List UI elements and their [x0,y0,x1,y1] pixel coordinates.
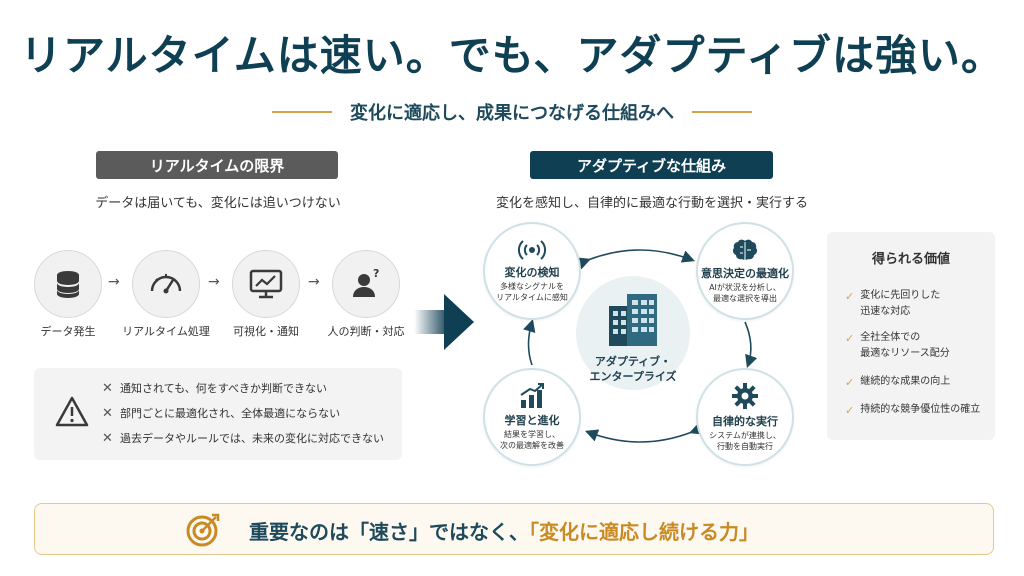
adaptive-heading: アダプティブな仕組み [530,151,773,179]
brain-icon [732,239,758,260]
arrow-right-icon: → [308,274,320,290]
person-question-icon: ? [353,267,379,297]
key-message-box: 重要なのは「速さ」ではなく、「変化に適応し続ける力」 [34,503,994,555]
svg-text:?: ? [373,267,379,280]
speedometer-icon [150,274,182,294]
target-icon [186,513,220,547]
subtitle-line-left [272,111,332,113]
cross-icon: ✕ [102,430,113,446]
page-title: リアルタイムは速い。でも、アダプティブは強い。 [20,31,1004,80]
center-label: アダプティブ・ エンタープライズ [589,355,677,384]
limitation-item: ✕ 過去データやルールでは、未来の変化に対応できない [102,430,384,446]
realtime-limit-heading: リアルタイムの限界 [96,151,338,179]
warning-icon [55,396,89,427]
node-change-detection: 変化の検知 多様なシグナルを リアルタイムに感知 [483,222,581,320]
step-human-judgment: ? [332,250,400,318]
step-visualize-notify [232,250,300,318]
step-realtime-processing [132,250,200,318]
step-label: 可視化・通知 [233,325,299,338]
cross-icon: ✕ [102,405,113,421]
step-label: リアルタイム処理 [122,325,210,338]
check-icon: ✓ [845,376,855,389]
database-icon [57,271,79,298]
building-icon [609,294,657,346]
benefits-title: 得られる価値 [871,252,950,267]
check-icon: ✓ [845,290,855,303]
node-decision-optimization: 意思決定の最適化 AIが状況を分析し、 最適な選択を導出 [696,222,794,320]
node-autonomous-execution: 自律的な実行 システムが連携し、 行動を自動実行 [696,368,794,466]
monitor-chart-icon [249,269,283,299]
node-learning-evolution: 学習と進化 結果を学習し、 次の最適解を改善 [483,368,581,466]
benefit-item: ✓ 全社全体での 最適なリソース配分 [845,330,950,361]
adaptive-caption: 変化を感知し、自律的に最適な行動を選択・実行する [495,196,808,211]
benefits-box: 得られる価値 ✓ 変化に先回りした 迅速な対応 ✓ 全社全体での 最適なリソース… [827,232,995,440]
realtime-caption: データは届いても、変化には追いつけない [95,196,341,211]
limitations-box: ✕ 通知されても、何をすべきか判断できない ✕ 部門ごとに最適化され、全体最適に… [34,368,402,460]
benefit-item: ✓ 持続的な競争優位性の確立 [845,402,980,419]
signal-broadcast-icon [517,239,547,260]
benefit-item: ✓ 変化に先回りした 迅速な対応 [845,288,940,319]
limitation-item: ✕ 部門ごとに最適化され、全体最適にならない [102,405,341,421]
cycle-arrows [523,249,758,443]
subtitle-line-right [692,111,752,113]
step-data-origin [34,250,102,318]
gear-icon [732,382,758,409]
check-icon: ✓ [845,332,855,345]
benefit-item: ✓ 継続的な成果の向上 [845,374,950,391]
arrow-right-icon: → [108,274,120,290]
key-message: 重要なのは「速さ」ではなく、「変化に適応し続ける力」 [249,520,759,544]
cross-icon: ✕ [102,380,113,396]
subtitle: 変化に適応し、成果につなげる仕組みへ [350,103,674,124]
step-label: データ発生 [40,325,96,338]
subtitle-row: 変化に適応し、成果につなげる仕組みへ [0,99,1024,125]
step-label: 人の判断・対応 [327,325,405,338]
growth-chart-icon [520,382,544,408]
check-icon: ✓ [845,404,855,417]
transition-arrow-icon [414,294,474,350]
arrow-right-icon: → [208,274,220,290]
limitation-item: ✕ 通知されても、何をすべきか判断できない [102,380,328,396]
